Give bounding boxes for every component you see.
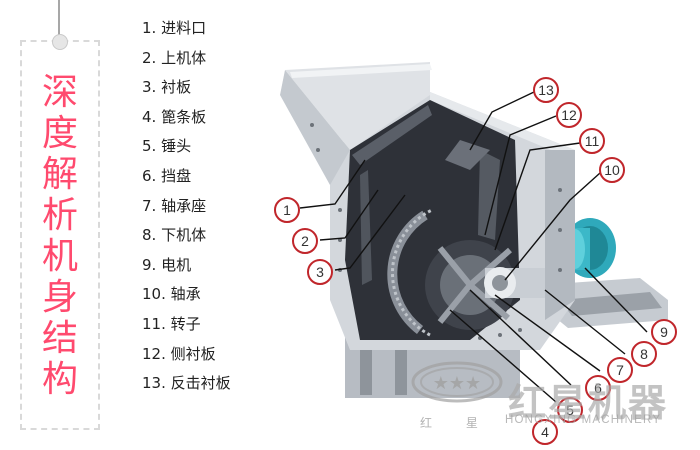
callout-4: 4	[532, 419, 558, 445]
part-label: 进料口	[161, 19, 207, 37]
part-number: 2	[142, 48, 152, 67]
part-item-12: 12. 侧衬板	[142, 344, 216, 363]
part-number: 13	[142, 374, 162, 393]
part-number: 11	[142, 314, 162, 333]
callout-6-label: 6	[594, 380, 602, 396]
tag-hole	[52, 34, 68, 50]
callout-9: 9	[651, 319, 677, 345]
part-number: 10	[142, 285, 162, 304]
part-item-3: 3. 衬板	[142, 78, 192, 97]
part-label: 衬板	[161, 78, 192, 97]
part-number: 1	[142, 19, 152, 37]
part-label: 篦条板	[161, 107, 207, 126]
callout-2: 2	[292, 228, 318, 254]
part-item-11: 11. 转子	[142, 314, 201, 333]
callout-6: 6	[585, 375, 611, 401]
cutaway-interior	[345, 100, 545, 340]
brand-logo-icon: ★★★	[411, 361, 503, 403]
part-item-5: 5. 锤头	[142, 137, 192, 156]
callout-10-label: 10	[604, 162, 620, 178]
feed-hopper	[280, 62, 432, 185]
part-label: 下机体	[161, 226, 207, 245]
callout-8: 8	[631, 341, 657, 367]
callout-7-label: 7	[616, 362, 624, 378]
callout-8-label: 8	[640, 346, 648, 362]
callout-2-label: 2	[301, 233, 309, 249]
page-title: 深度解析机身结构	[41, 72, 78, 400]
part-label: 侧衬板	[170, 344, 216, 363]
part-item-8: 8. 下机体	[142, 226, 207, 245]
callout-3: 3	[307, 259, 333, 285]
callout-12-label: 12	[561, 107, 577, 123]
part-number: 4	[142, 107, 152, 126]
callout-13: 13	[533, 77, 559, 103]
callout-3-label: 3	[316, 264, 324, 280]
part-number: 7	[142, 196, 152, 215]
part-label: 转子	[170, 314, 201, 333]
callout-10: 10	[599, 157, 625, 183]
part-number: 3	[142, 78, 152, 97]
parts-list: 1. 进料口 2. 上机体 3. 衬板 4. 篦条板 5. 锤头 6. 挡盘 7. 轴承座 8…	[142, 14, 231, 399]
watermark-small-cn: 红 星	[420, 416, 478, 430]
callout-5-label: 5	[566, 402, 574, 418]
callout-11-label: 11	[585, 133, 600, 149]
callout-13-label: 13	[538, 82, 554, 98]
part-label: 反击衬板	[170, 374, 231, 393]
watermark-brand-en: HONGXING MACHINERY	[505, 414, 662, 426]
part-number: 12	[142, 344, 162, 363]
callout-12: 12	[556, 102, 582, 128]
part-label: 轴承	[170, 285, 201, 304]
part-item-6: 6. 挡盘	[142, 166, 192, 185]
part-label: 锤头	[161, 137, 192, 156]
part-item-13: 13. 反击衬板	[142, 374, 231, 393]
callout-1: 1	[274, 197, 300, 223]
callout-11: 11	[579, 128, 605, 154]
watermark-brand-cn: 红星机器	[508, 381, 669, 425]
callout-4-label: 4	[541, 424, 549, 440]
leader-lines	[299, 91, 648, 403]
callout-9-label: 9	[660, 324, 668, 340]
part-label: 电机	[161, 255, 192, 274]
callout-7: 7	[607, 357, 633, 383]
part-number: 9	[142, 255, 152, 274]
part-item-7: 7. 轴承座	[142, 196, 207, 215]
tag-string	[58, 0, 60, 46]
title-tag	[20, 40, 100, 430]
part-number: 5	[142, 137, 152, 156]
svg-text:★★★: ★★★	[433, 373, 481, 394]
part-label: 上机体	[161, 48, 207, 67]
part-item-9: 9. 电机	[142, 255, 192, 274]
part-item-10: 10. 轴承	[142, 285, 201, 304]
part-item-2: 2. 上机体	[142, 48, 207, 67]
callout-5: 5	[557, 397, 583, 423]
part-label: 挡盘	[161, 166, 192, 185]
part-number: 6	[142, 166, 152, 185]
part-item-4: 4. 篦条板	[142, 107, 207, 126]
part-number: 8	[142, 226, 152, 245]
part-item-1: 1. 进料口	[142, 19, 207, 37]
part-label: 轴承座	[161, 196, 207, 215]
callout-1-label: 1	[283, 202, 291, 218]
